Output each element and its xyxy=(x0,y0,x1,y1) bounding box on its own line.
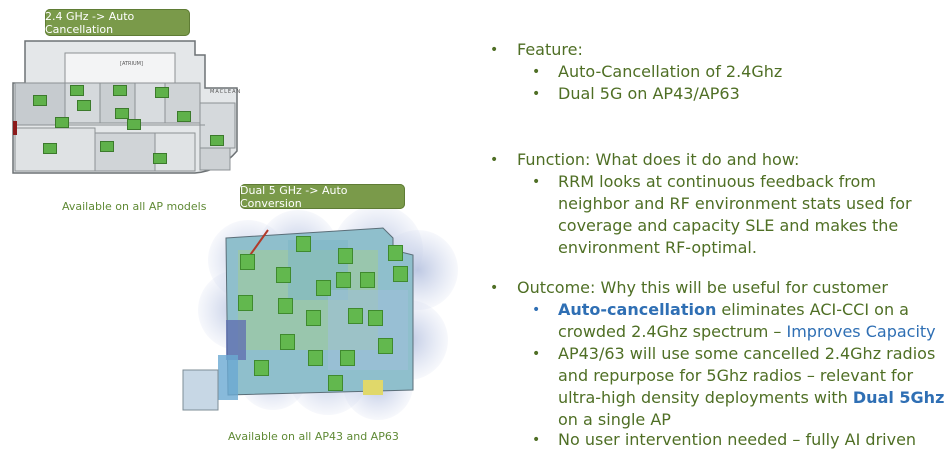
ap-marker xyxy=(153,153,167,164)
heatmap-ap xyxy=(338,248,353,264)
feature-item-1: Auto-Cancellation of 2.4Ghz xyxy=(558,62,783,81)
heatmap-ap xyxy=(278,298,293,314)
heatmap-ap xyxy=(336,272,351,288)
ap-marker xyxy=(210,135,224,146)
ap-marker xyxy=(177,111,191,122)
bullet-dot: • xyxy=(490,152,499,168)
outcome-item-2-line-4: on a single AP xyxy=(558,410,671,429)
heatmap-ap xyxy=(308,350,323,366)
ap-marker xyxy=(155,87,169,98)
atrium-label: [ATRIUM] xyxy=(120,61,143,67)
improves-capacity-highlight: Improves Capacity xyxy=(786,322,936,341)
bullet-dot: • xyxy=(532,86,541,102)
outcome-item-2-line-3: ultra-high density deployments with Dual… xyxy=(558,388,944,407)
heatmap-ap xyxy=(280,334,295,350)
outcome-item-1-line-2: crowded 2.4Ghz spectrum – Improves Capac… xyxy=(558,322,936,341)
outcome-item-1-rest: eliminates ACI-CCI on a xyxy=(716,300,909,319)
function-line-4: environment RF-optimal. xyxy=(558,238,757,257)
label-dual-5ghz: Dual 5 GHz -> Auto Conversion xyxy=(240,184,405,210)
feature-heading: Feature: xyxy=(517,40,583,59)
ap-marker xyxy=(33,95,47,106)
bullet-dot: • xyxy=(532,302,541,318)
heatmap-ap xyxy=(240,254,255,270)
function-line-1: RRM looks at continuous feedback from xyxy=(558,172,876,191)
ap-marker xyxy=(115,108,129,119)
maclean-label: MACLEAN xyxy=(210,89,242,95)
heatmap-ap xyxy=(378,338,393,354)
bullet-dot: • xyxy=(532,346,541,362)
bullet-dot: • xyxy=(532,432,541,448)
floorplan-drawing xyxy=(5,33,245,178)
outcome-item-2-line-1: AP43/63 will use some cancelled 2.4Ghz r… xyxy=(558,344,936,363)
heatmap-ap xyxy=(348,308,363,324)
ap-marker xyxy=(113,85,127,96)
bullet-dot: • xyxy=(532,64,541,80)
caption-ap43-ap63: Available on all AP43 and AP63 xyxy=(228,430,399,443)
bullet-dot: • xyxy=(532,174,541,190)
heatmap-ap xyxy=(296,236,311,252)
ap-marker xyxy=(43,143,57,154)
ap-marker xyxy=(70,85,84,96)
function-line-2: neighbor and RF environment stats used f… xyxy=(558,194,912,213)
heatmap-ap xyxy=(393,266,408,282)
heatmap-ap xyxy=(328,375,343,391)
heatmap-drawing xyxy=(182,205,458,420)
outcome-item-2-line3: ultra-high density deployments with xyxy=(558,388,853,407)
dual-5ghz-highlight: Dual 5Ghz xyxy=(852,388,944,407)
function-heading: Function: What does it do and how: xyxy=(517,150,800,169)
ap-marker xyxy=(127,119,141,130)
ap-marker xyxy=(100,141,114,152)
outcome-item-2-line-2: and repurpose for 5Ghz radios – relevant… xyxy=(558,366,914,385)
bullet-dot: • xyxy=(490,42,499,58)
heatmap-ap xyxy=(388,245,403,261)
heatmap-ap xyxy=(360,272,375,288)
ap-marker xyxy=(55,117,69,128)
bullet-dot: • xyxy=(490,280,499,296)
label-24ghz: 2.4 GHz -> Auto Cancellation xyxy=(45,9,190,36)
feature-item-2: Dual 5G on AP43/AP63 xyxy=(558,84,740,103)
outcome-heading: Outcome: Why this will be useful for cus… xyxy=(517,278,888,297)
heatmap-ap xyxy=(340,350,355,366)
heatmap-ap xyxy=(238,295,253,311)
heatmap-ap xyxy=(368,310,383,326)
caption-all-ap-models: Available on all AP models xyxy=(62,200,207,213)
heatmap-ap xyxy=(316,280,331,296)
heatmap-ap xyxy=(306,310,321,326)
outcome-item-1-line-1: Auto-cancellation eliminates ACI-CCI on … xyxy=(558,300,909,319)
heatmap-ap xyxy=(254,360,269,376)
outcome-item-3: No user intervention needed – fully AI d… xyxy=(558,430,917,449)
floorplan-image: [ATRIUM] MACLEAN xyxy=(5,33,245,178)
auto-cancellation-highlight: Auto-cancellation xyxy=(558,300,717,319)
function-line-3: coverage and capacity SLE and makes the xyxy=(558,216,899,235)
ap-marker xyxy=(77,100,91,111)
heatmap-image xyxy=(178,205,463,420)
outcome-item-1-line2: crowded 2.4Ghz spectrum – xyxy=(558,322,787,341)
heatmap-ap xyxy=(276,267,291,283)
